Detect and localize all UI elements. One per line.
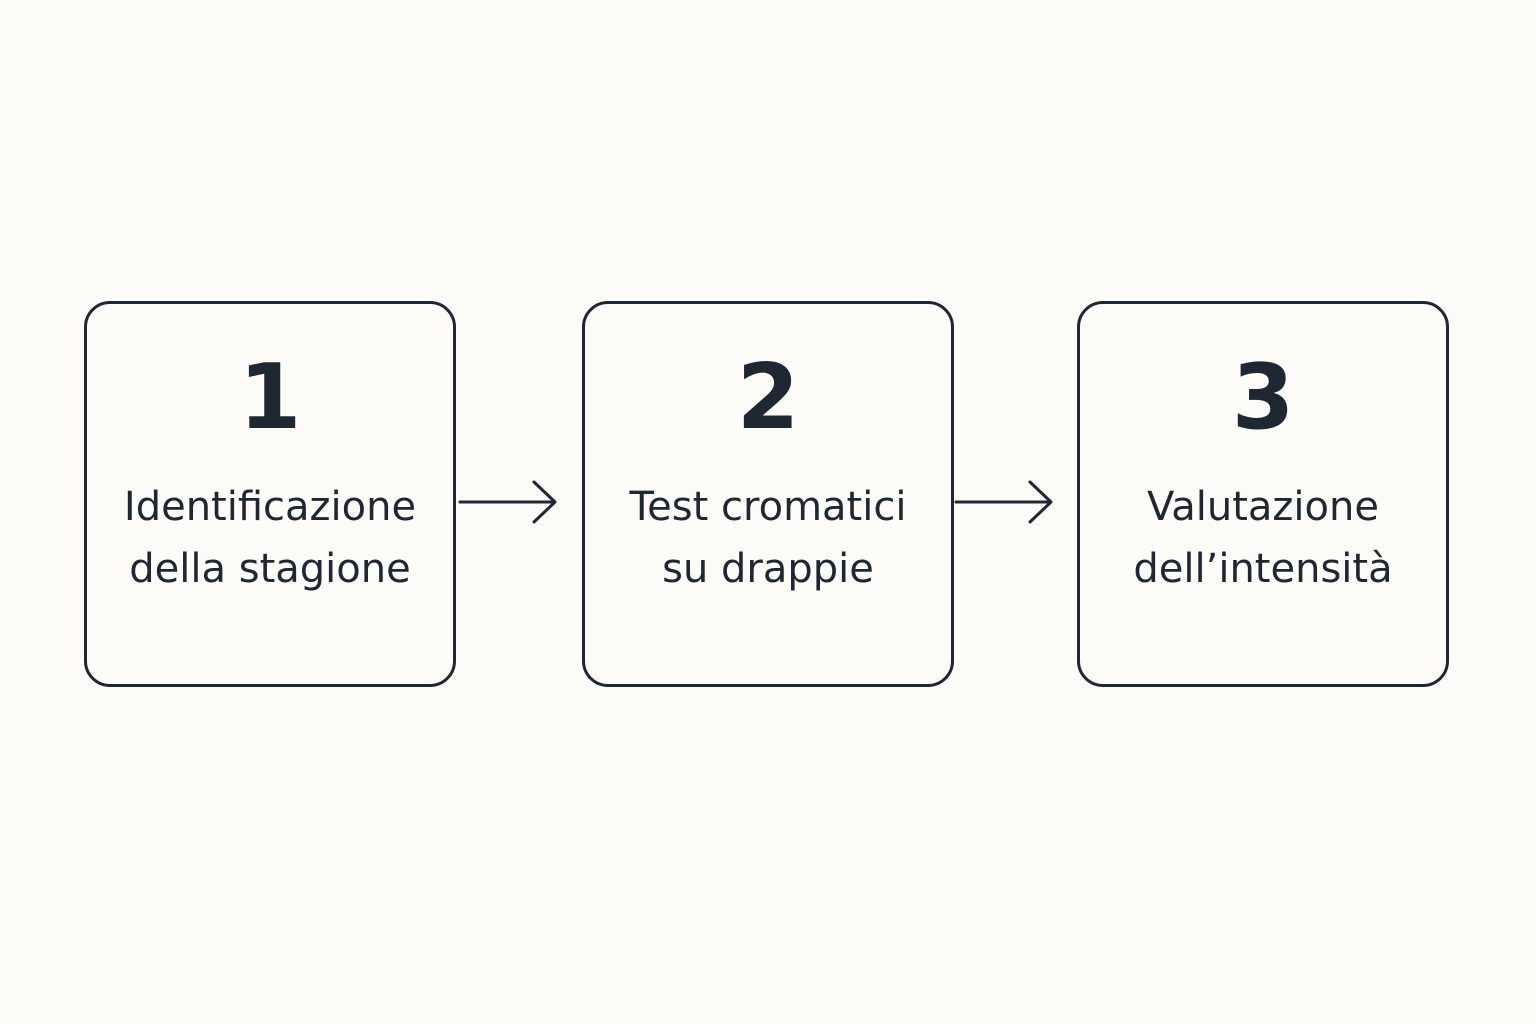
step-label-1: Identificazione della stagione (87, 476, 453, 600)
step-number-2: 2 (736, 345, 800, 450)
step-label-3-line-1: Valutazione (1147, 484, 1379, 530)
step-label-1-line-2: della stagione (129, 546, 411, 592)
step-label-2-line-2: su drappie (662, 546, 874, 592)
arrow-right-icon (954, 480, 1053, 524)
step-box-1: 1 Identificazione della stagione (84, 301, 456, 687)
step-label-1-line-1: Identificazione (123, 484, 417, 530)
step-box-3: 3 Valutazione dell’intensità (1077, 301, 1449, 687)
step-label-2: Test cromatici su drappie (585, 476, 951, 600)
step-label-2-line-1: Test cromatici (629, 484, 907, 530)
step-box-2: 2 Test cromatici su drappie (582, 301, 954, 687)
arrow-right-icon (458, 480, 557, 524)
step-label-3: Valutazione dell’intensità (1080, 476, 1446, 600)
step-number-3: 3 (1231, 345, 1295, 450)
step-number-1: 1 (238, 345, 302, 450)
step-label-3-line-2: dell’intensità (1133, 546, 1393, 592)
